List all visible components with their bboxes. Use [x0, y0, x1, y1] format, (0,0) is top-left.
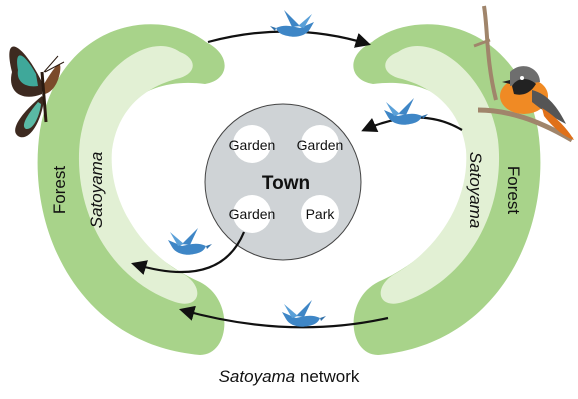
- left-satoyama-label: Satoyama: [87, 152, 106, 229]
- plot-garden-3: [233, 195, 271, 233]
- left-forest-label: Forest: [50, 166, 69, 214]
- redstart-bird-icon: [473, 5, 574, 143]
- plot-park-label: Park: [306, 206, 336, 222]
- town: Garden Garden Garden Park Town: [204, 103, 362, 261]
- arrow-town-to-left: [131, 231, 246, 275]
- caption-rest: network: [295, 367, 360, 386]
- blue-bird-icon: [168, 228, 212, 255]
- caption-italic: Satoyama: [218, 367, 296, 386]
- plot-garden-2-label: Garden: [297, 137, 344, 153]
- plot-garden-2: [301, 125, 339, 163]
- diagram-caption: Satoyama network: [0, 367, 578, 387]
- butterfly-icon: [9, 46, 65, 138]
- plot-garden-1-label: Garden: [229, 137, 276, 153]
- right-forest-label: Forest: [504, 166, 523, 214]
- left-satoyama-band: [78, 45, 198, 304]
- right-satoyama-band: [380, 45, 500, 304]
- blue-bird-icon: [282, 300, 326, 327]
- town-label: Town: [262, 173, 310, 194]
- plot-garden-1: [233, 125, 271, 163]
- plot-garden-3-label: Garden: [229, 206, 276, 222]
- right-satoyama-label: Satoyama: [466, 152, 485, 229]
- plot-park: [301, 195, 339, 233]
- arrow-bottom: [179, 305, 389, 329]
